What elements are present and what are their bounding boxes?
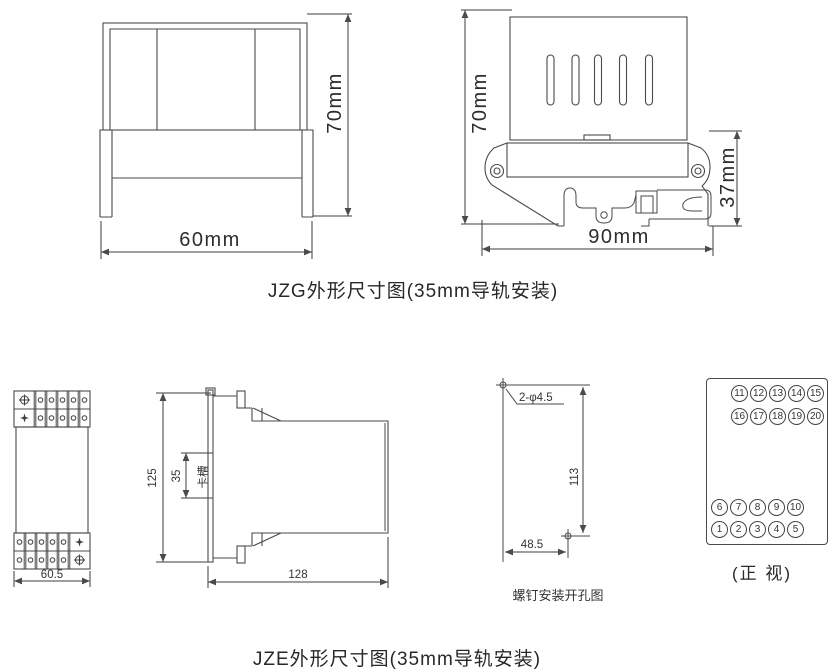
terminal-2: 2 bbox=[730, 521, 747, 538]
terminal-row-16-20: 16 17 18 19 20 bbox=[731, 408, 824, 425]
jze-front-view-drawing: 60.5 bbox=[13, 390, 91, 587]
jzg-side-width-label: 90mm bbox=[588, 226, 650, 248]
terminal-16: 16 bbox=[731, 408, 748, 425]
jze-side-slot-height-label: 35 bbox=[171, 470, 183, 483]
jzg-front-view-drawing: 70mm 60mm bbox=[99, 13, 352, 259]
jze-side-height-label: 125 bbox=[147, 468, 159, 487]
terminal-13: 13 bbox=[769, 385, 786, 402]
screw-head-icon bbox=[74, 554, 85, 566]
terminal-7: 7 bbox=[730, 499, 747, 516]
jze-side-depth-label: 128 bbox=[288, 569, 307, 581]
terminal-5: 5 bbox=[787, 521, 804, 538]
drill-hole-top bbox=[496, 378, 510, 392]
terminal-row-6-10: 6 7 8 9 10 bbox=[711, 499, 804, 516]
bottom-strip-terminal-circles bbox=[16, 539, 67, 563]
terminal-row-1-5: 1 2 3 4 5 bbox=[711, 521, 804, 538]
mounting-bracket bbox=[506, 142, 689, 178]
bottom-strip-cell-dividers bbox=[23, 533, 71, 569]
drill-vertical-label: 113 bbox=[569, 468, 581, 486]
top-strip-terminal-circles bbox=[37, 397, 88, 421]
jzg-front-height-label: 70mm bbox=[324, 72, 346, 134]
drill-holes-label: 2-φ4.5 bbox=[519, 392, 553, 404]
terminal-layout-panel: 11 12 13 14 15 16 17 18 19 20 6 7 8 9 10… bbox=[706, 378, 828, 545]
terminal-9: 9 bbox=[768, 499, 785, 516]
jze-side-view-drawing: 125 35 卡槽 128 bbox=[147, 387, 389, 588]
terminal-1: 1 bbox=[711, 521, 728, 538]
jzg-side-rail-height-label: 37mm bbox=[717, 146, 739, 208]
vent-slot bbox=[618, 54, 628, 106]
latch-tab bbox=[583, 134, 611, 141]
jzg-front-width-label: 60mm bbox=[179, 229, 241, 251]
terminal-4: 4 bbox=[768, 521, 785, 538]
din-rail-profile-left bbox=[563, 187, 637, 226]
mounting-hole-left-inner bbox=[493, 167, 501, 175]
bottom-step-lines bbox=[245, 533, 263, 547]
drill-reference-lines bbox=[502, 384, 590, 562]
din-rail-profile-right bbox=[649, 189, 712, 220]
din-rail-hump bbox=[682, 196, 703, 212]
bottom-gusset-diagonal bbox=[252, 532, 282, 547]
terminal-6: 6 bbox=[711, 499, 728, 516]
jzg-side-view-drawing: 70mm 37mm 90mm bbox=[461, 9, 742, 256]
relay-cover-inner-line bbox=[109, 28, 301, 130]
terminal-19: 19 bbox=[788, 408, 805, 425]
screw-head-icon bbox=[19, 394, 30, 406]
din-rail-clip bbox=[635, 190, 658, 214]
vent-slot bbox=[571, 54, 580, 106]
bottom-step-block bbox=[236, 545, 246, 564]
hole-callout-leader bbox=[505, 388, 564, 405]
mounting-plate bbox=[207, 389, 214, 563]
terminal-11: 11 bbox=[731, 385, 748, 402]
terminal-row-11-15: 11 12 13 14 15 bbox=[731, 385, 824, 402]
cover-panel-dividers bbox=[156, 29, 256, 130]
terminal-14: 14 bbox=[788, 385, 805, 402]
terminal-15: 15 bbox=[807, 385, 824, 402]
vent-slot bbox=[593, 54, 603, 106]
vent-slot bbox=[644, 54, 654, 106]
terminal-17: 17 bbox=[750, 408, 767, 425]
drill-diagram-caption: 螺钉安装开孔图 bbox=[512, 588, 604, 603]
terminal-3: 3 bbox=[749, 521, 766, 538]
din-rail-step bbox=[641, 219, 650, 227]
plate-top-cap bbox=[205, 387, 216, 396]
terminal-8: 8 bbox=[749, 499, 766, 516]
terminal-20: 20 bbox=[807, 408, 824, 425]
height-extension-lines bbox=[461, 9, 559, 225]
din-rail-hole bbox=[600, 211, 608, 219]
relay-body-outline bbox=[509, 16, 688, 141]
terminal-18: 18 bbox=[769, 408, 786, 425]
terminal-10: 10 bbox=[787, 499, 804, 516]
terminal-12: 12 bbox=[750, 385, 767, 402]
case-body-outline bbox=[251, 420, 389, 546]
terminal-panel-caption: (正 视) bbox=[731, 564, 793, 583]
clamp-screw-icon bbox=[75, 537, 84, 547]
height-extension-lines bbox=[307, 13, 352, 217]
top-step-lines bbox=[245, 407, 263, 421]
relay-cover-outline bbox=[102, 22, 308, 131]
clamp-screw-icon bbox=[20, 413, 29, 423]
relay-base-outline bbox=[99, 129, 314, 217]
top-step-block bbox=[236, 390, 246, 409]
jzg-caption: JZG外形尺寸图(35mm导轨安装) bbox=[267, 281, 559, 302]
mounting-hole-right bbox=[690, 163, 706, 179]
bottom-hole-reference-lines bbox=[567, 535, 590, 558]
jzg-side-height-label: 70mm bbox=[469, 72, 491, 134]
din-rail-clip-inner bbox=[640, 195, 654, 214]
relay-case-front bbox=[15, 426, 89, 534]
bracket-left-ear bbox=[484, 142, 564, 227]
jze-caption: JZE外形尺寸图(35mm导轨安装) bbox=[252, 649, 542, 670]
jze-front-width-label: 60.5 bbox=[41, 569, 63, 581]
mounting-hole-left bbox=[489, 163, 505, 179]
drill-horizontal-label: 48.5 bbox=[521, 539, 543, 551]
drill-hole-diagram: 2-φ4.5 113 48.5 bbox=[496, 378, 590, 562]
relay-base-feet bbox=[100, 130, 313, 218]
top-strip-cell-dividers bbox=[33, 391, 81, 427]
vent-slot bbox=[546, 54, 555, 106]
width-extension-lines bbox=[13, 571, 91, 587]
mounting-hole-right-inner bbox=[694, 167, 702, 175]
top-gusset-diagonal bbox=[252, 407, 282, 422]
bracket-right-ear bbox=[687, 142, 711, 226]
jze-side-slot-name-label: 卡槽 bbox=[197, 465, 210, 488]
